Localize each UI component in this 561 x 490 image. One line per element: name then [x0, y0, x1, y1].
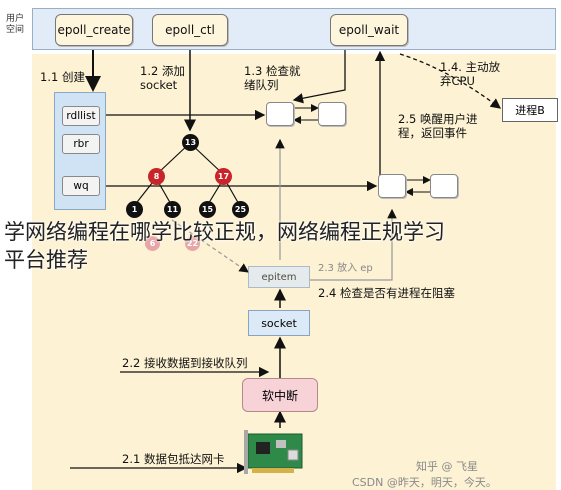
step-2-3-label: 2.3 放入 ep: [318, 263, 373, 274]
tree-node-leaf: 15: [199, 201, 216, 218]
zhihu-credit: 知乎 @ 飞星: [416, 460, 478, 473]
rdllist-field: rdllist: [62, 106, 100, 126]
step-2-2-label: 2.2 接收数据到接收队列: [122, 356, 248, 370]
socket-box: socket: [248, 310, 310, 336]
watermark-overlay-text: 学网络编程在哪学比较正规，网络编程正规学习 平台推荐: [4, 220, 445, 272]
ready-list-item: [318, 102, 346, 126]
epoll-ctl-box: epoll_ctl: [152, 14, 228, 46]
tree-node-faded: 22: [185, 236, 200, 251]
network-card-icon: [244, 430, 303, 474]
wait-queue-item: [430, 174, 458, 198]
softirq-box: 软中断: [242, 378, 318, 412]
step-2-1-label: 2.1 数据包抵达网卡: [122, 452, 225, 466]
tree-node-leaf: 1: [126, 201, 143, 218]
csdn-credit: CSDN @昨天，明天，今天。: [352, 476, 497, 489]
epoll-create-box: epoll_create: [55, 14, 133, 46]
ready-list-item: [266, 102, 294, 126]
step-1-2-label: 1.2 添加 socket: [140, 64, 185, 92]
tree-node-red: 17: [215, 168, 232, 185]
tree-node-red: 8: [148, 168, 165, 185]
tree-node-faded: 6: [145, 236, 160, 251]
tree-node-leaf: 11: [164, 201, 181, 218]
epoll-wait-box: epoll_wait: [330, 14, 408, 46]
rbr-field: rbr: [62, 134, 100, 154]
tree-node-leaf: 25: [232, 201, 249, 218]
step-1-1-label: 1.1 创建: [40, 70, 85, 84]
step-2-5-label: 2.5 唤醒用户进 程，返回事件: [398, 112, 478, 140]
step-1-4-label: 1.4. 主动放 弃CPU: [440, 60, 501, 88]
wait-queue-item: [378, 174, 406, 198]
wq-field: wq: [62, 176, 100, 196]
step-2-4-label: 2.4 检查是否有进程在阻塞: [318, 286, 455, 300]
epitem-box: epitem: [248, 266, 310, 288]
process-b-box: 进程B: [502, 98, 558, 122]
tree-node-root: 13: [182, 134, 199, 151]
user-space-label: 用户 空间: [6, 14, 25, 35]
step-1-3-label: 1.3 检查就 绪队列: [244, 64, 301, 92]
